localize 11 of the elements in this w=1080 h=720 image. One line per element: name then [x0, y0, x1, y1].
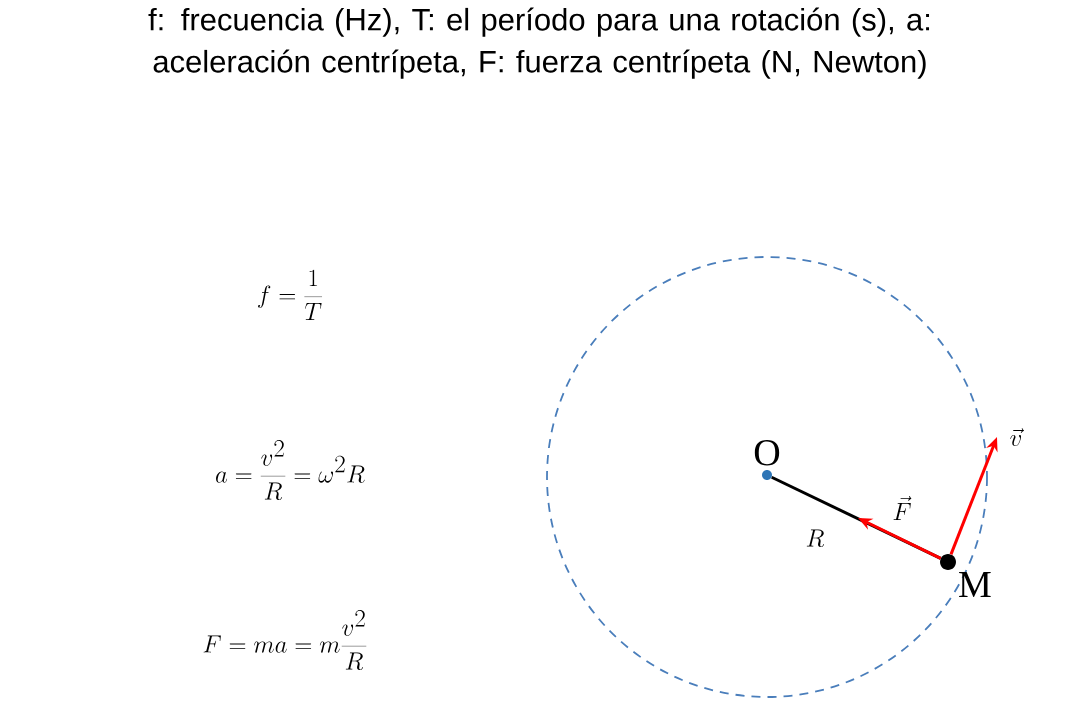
edge-label: $R$: [806, 529, 825, 547]
edge-label: $\vec{F}$: [893, 496, 912, 520]
title: f: frecuencia (Hz), T: el período para una rotación (s), a: aceleración centrípeta, F: fuerza centrípeta (N, Newton): [148, 7, 930, 79]
edge-label: $\vec{v}$: [1010, 428, 1024, 447]
node-label: O: [754, 440, 780, 466]
formula: $a = \frac{v^2}{R} = \omega^2 R$: [216, 440, 365, 500]
formula: $F = ma = m\frac{v^2}{R}$: [203, 610, 367, 670]
node-label: M: [959, 571, 991, 597]
formula: $f = \frac{1}{T}$: [258, 269, 323, 320]
mass-point: M: [940, 554, 991, 597]
center-point: O: [754, 440, 780, 480]
